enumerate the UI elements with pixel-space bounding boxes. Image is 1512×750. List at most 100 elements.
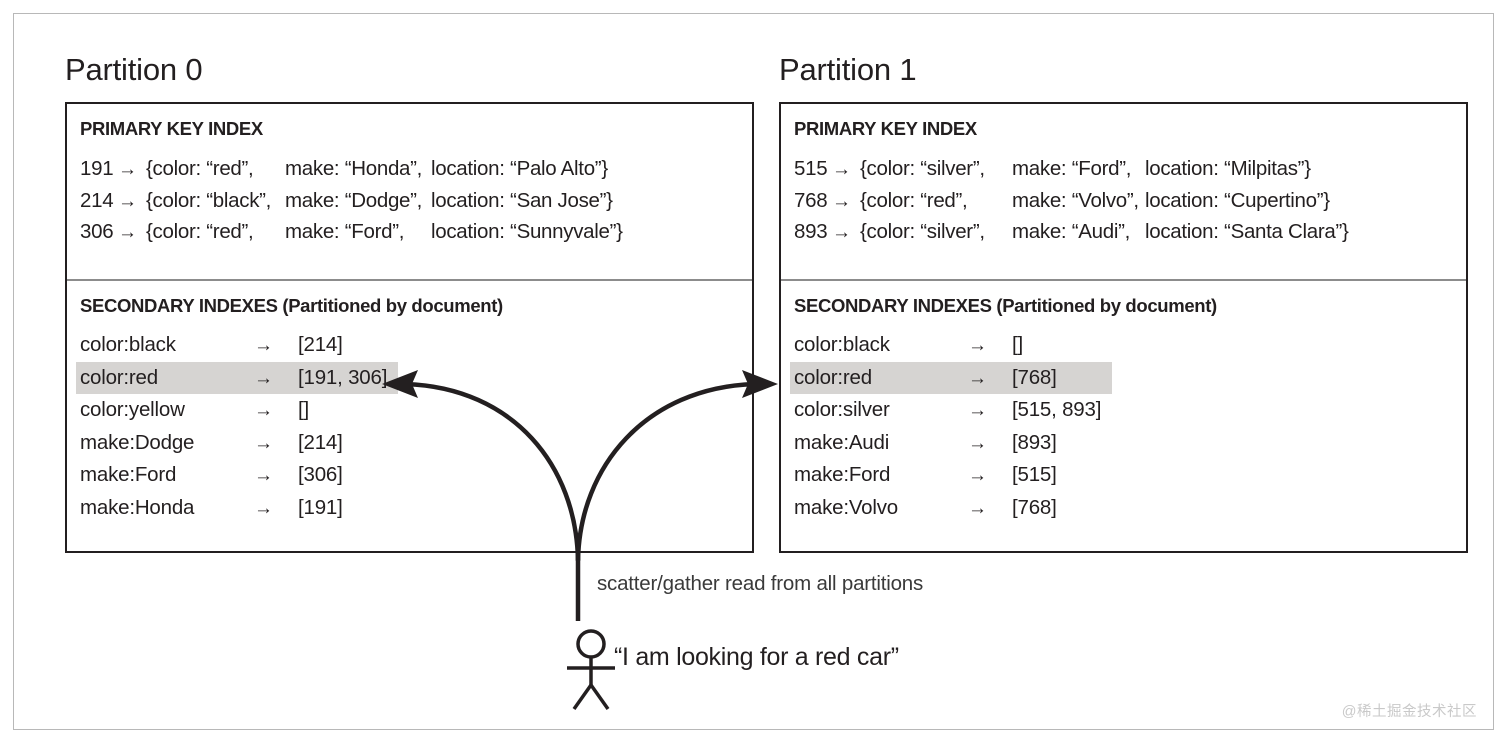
watermark: @稀土掘金技术社区 [1341,704,1477,720]
arrow-right-icon: → [832,190,851,212]
index-term: color:black [794,333,890,356]
pk-key: 191 [80,157,114,180]
secondary-indexes-section-0: SECONDARY INDEXES (Partitioned by docume… [67,279,752,551]
partition-1-title: Partition 1 [779,52,917,87]
index-term: color:red [80,365,158,389]
index-term: make:Ford [794,463,891,487]
index-term: make:Honda [80,495,195,519]
pk-make: make: “Ford”, [1012,157,1132,180]
index-postings: [893] [1012,430,1057,454]
pk-location: location: “Santa Clara”} [1145,220,1349,243]
pk-key: 893 [794,220,828,243]
index-postings: [191, 306] [298,365,388,389]
partition-1-panel: PRIMARY KEY INDEX 515 → {color: “silver”… [779,102,1468,553]
arrow-right-icon: → [254,400,273,422]
index-term: make:Volvo [794,495,898,519]
index-postings: [214] [298,430,343,454]
arrow-right-icon: → [832,222,851,243]
primary-key-index-section-0: PRIMARY KEY INDEX 191 → {color: “red”, m… [67,104,752,279]
actor-leg-left [572,683,593,711]
list-item: make:Dodge → [214] [76,427,398,460]
table-row: 515 → {color: “silver”, make: “Ford”, lo… [794,154,1462,186]
table-row: 214 → {color: “black”, make: “Dodge”, lo… [80,186,748,218]
index-term: color:yellow [80,398,185,422]
index-term: color:silver [794,398,890,422]
pk-key: 306 [80,220,114,243]
arrow-right-icon: → [118,190,137,212]
pk-key: 768 [794,188,828,212]
arrow-right-icon: → [968,497,987,519]
primary-key-index-title: PRIMARY KEY INDEX [80,118,263,139]
secondary-indexes-title: SECONDARY INDEXES (Partitioned by docume… [794,295,1217,316]
scatter-gather-caption: scatter/gather read from all partitions [597,572,924,595]
pk-color: {color: “silver”, [860,220,985,243]
pk-key: 515 [794,157,828,180]
secondary-index-rows-1: color:black → [] color:red → [768] color… [790,329,1462,525]
index-postings: [306] [298,463,343,487]
index-postings: [] [298,398,309,422]
arrow-right-icon: → [968,432,987,454]
primary-key-rows-1: 515 → {color: “silver”, make: “Ford”, lo… [794,154,1462,249]
pk-color: {color: “red”, [860,188,968,212]
pk-location: location: “Milpitas”} [1145,157,1311,180]
index-postings: [515] [1012,463,1057,487]
index-term: color:black [80,333,176,356]
arrow-right-icon: → [254,367,273,389]
primary-key-rows-0: 191 → {color: “red”, make: “Honda”, loca… [80,154,748,249]
list-item: color:black → [] [790,329,1112,362]
arrow-right-icon: → [118,222,137,243]
arrow-right-icon: → [118,159,137,180]
pk-color: {color: “silver”, [860,157,985,180]
pk-make: make: “Honda”, [285,157,423,180]
secondary-indexes-title: SECONDARY INDEXES (Partitioned by docume… [80,295,503,316]
table-row: 893 → {color: “silver”, make: “Audi”, lo… [794,217,1462,249]
list-item: make:Ford → [306] [76,459,398,492]
pk-location: location: “Palo Alto”} [431,157,608,180]
partition-0-panel: PRIMARY KEY INDEX 191 → {color: “red”, m… [65,102,754,553]
index-postings: [] [1012,333,1023,356]
index-term: make:Ford [80,463,177,487]
pk-location: location: “Sunnyvale”} [431,220,623,243]
table-row: 306 → {color: “red”, make: “Ford”, locat… [80,217,748,249]
pk-key: 214 [80,188,114,212]
index-term: make:Dodge [80,430,195,454]
index-postings: [515, 893] [1012,398,1102,422]
table-row: 191 → {color: “red”, make: “Honda”, loca… [80,154,748,186]
user-stick-figure-icon [567,629,615,711]
pk-make: make: “Ford”, [285,220,405,243]
index-postings: [768] [1012,495,1057,519]
arrow-right-icon: → [968,367,987,389]
arrow-right-icon: → [968,465,987,487]
list-item: make:Audi → [893] [790,427,1112,460]
pk-location: location: “Cupertino”} [1145,188,1330,212]
diagram-frame: Partition 0 Partition 1 PRIMARY KEY INDE… [13,13,1494,730]
pk-color: {color: “red”, [146,220,254,243]
primary-key-index-title: PRIMARY KEY INDEX [794,118,977,139]
list-item: make:Honda → [191] [76,492,398,525]
actor-head [576,629,606,659]
list-item: make:Ford → [515] [790,459,1112,492]
partition-0-title: Partition 0 [65,52,203,87]
user-query-quote: “I am looking for a red car” [614,643,899,671]
arrow-right-icon: → [254,335,273,356]
list-item: color:black → [214] [76,329,398,362]
index-postings: [214] [298,333,343,356]
index-postings: [191] [298,495,343,519]
index-postings: [768] [1012,365,1057,389]
pk-make: make: “Audi”, [1012,220,1130,243]
arrow-right-icon: → [832,159,851,180]
actor-leg-right [589,683,610,711]
pk-make: make: “Dodge”, [285,188,423,212]
index-term: color:red [794,365,872,389]
primary-key-index-section-1: PRIMARY KEY INDEX 515 → {color: “silver”… [781,104,1466,279]
list-item: color:yellow → [] [76,394,398,427]
secondary-indexes-section-1: SECONDARY INDEXES (Partitioned by docume… [781,279,1466,551]
list-item: color:silver → [515, 893] [790,394,1112,427]
list-item: make:Volvo → [768] [790,492,1112,525]
index-term: make:Audi [794,430,890,454]
pk-make: make: “Volvo”, [1012,188,1139,212]
arrow-right-icon: → [968,400,987,422]
list-item-highlighted: color:red → [768] [790,361,1112,395]
list-item-highlighted: color:red → [191, 306] [76,361,398,395]
pk-location: location: “San Jose”} [431,188,613,212]
